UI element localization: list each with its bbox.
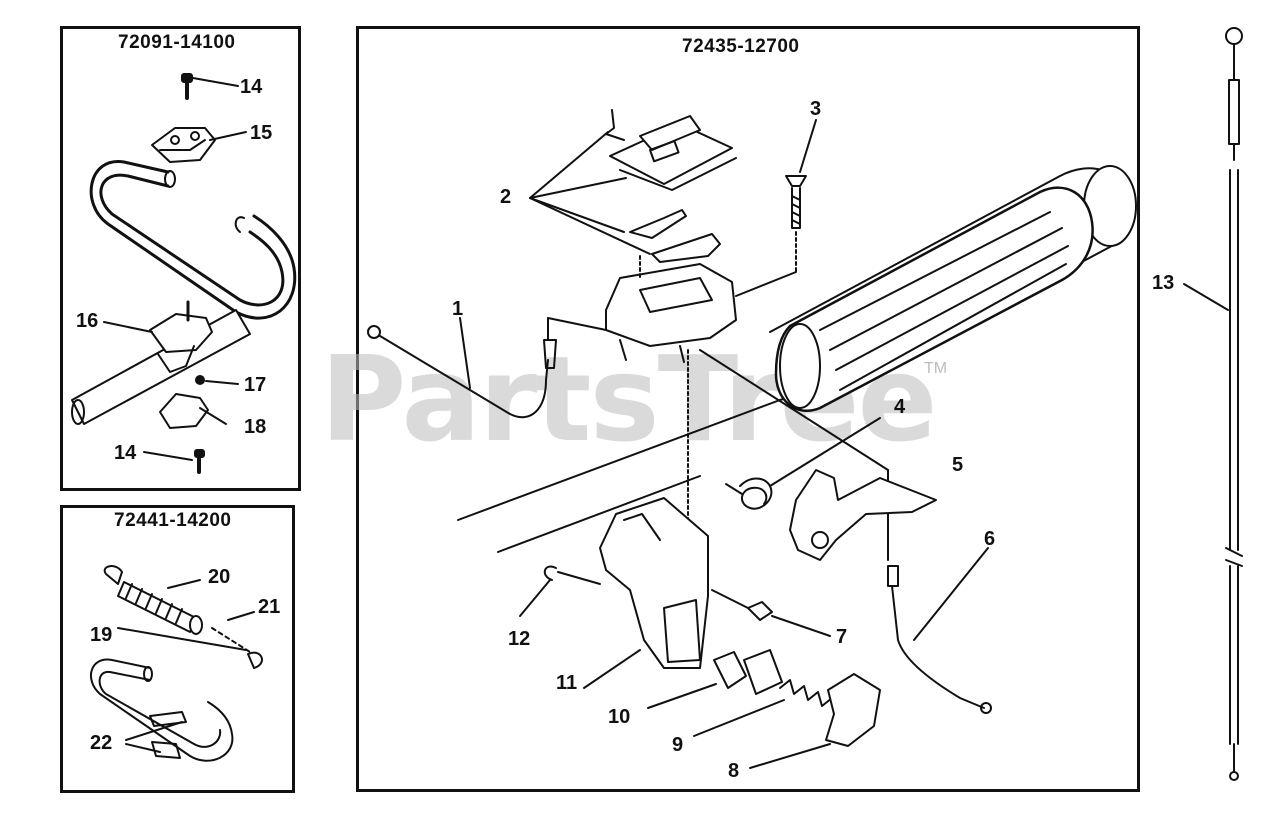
grip-kit-panel (60, 505, 295, 793)
callout-10: 10 (608, 706, 631, 728)
handle-kit-drawing (72, 74, 295, 472)
callout-16: 16 (76, 310, 99, 332)
grip-kit-part-number: 72441-14200 (114, 510, 232, 531)
callout-6: 6 (984, 528, 996, 550)
callout-7: 7 (836, 626, 848, 648)
callout-5: 5 (952, 454, 964, 476)
callout-12: 12 (508, 628, 531, 650)
callout-14-bottom: 14 (114, 442, 137, 464)
callout-15: 15 (250, 122, 273, 144)
callout-19: 19 (90, 624, 113, 646)
callout-20: 20 (208, 566, 231, 588)
callout-22: 22 (90, 732, 113, 754)
callout-2: 2 (500, 186, 512, 208)
callout-8: 8 (728, 760, 740, 782)
callout-14-top: 14 (240, 76, 263, 98)
trademark-symbol: TM (924, 360, 948, 377)
throttle-assembly-drawing (368, 110, 1136, 768)
callout-1: 1 (452, 298, 464, 320)
callout-9: 9 (672, 734, 684, 756)
callout-13: 13 (1152, 272, 1175, 294)
handle-kit-part-number: 72091-14100 (118, 32, 236, 53)
callout-4: 4 (894, 396, 906, 418)
callout-18: 18 (244, 416, 267, 438)
callout-3: 3 (810, 98, 822, 120)
callout-17: 17 (244, 374, 267, 396)
throttle-assembly-panel (356, 26, 1140, 792)
callout-11: 11 (556, 672, 578, 694)
callout-21: 21 (258, 596, 281, 618)
grip-kit-drawing (91, 566, 262, 761)
throttle-assembly-part-number: 72435-12700 (682, 36, 800, 57)
throttle-cable-drawing (1184, 28, 1242, 780)
